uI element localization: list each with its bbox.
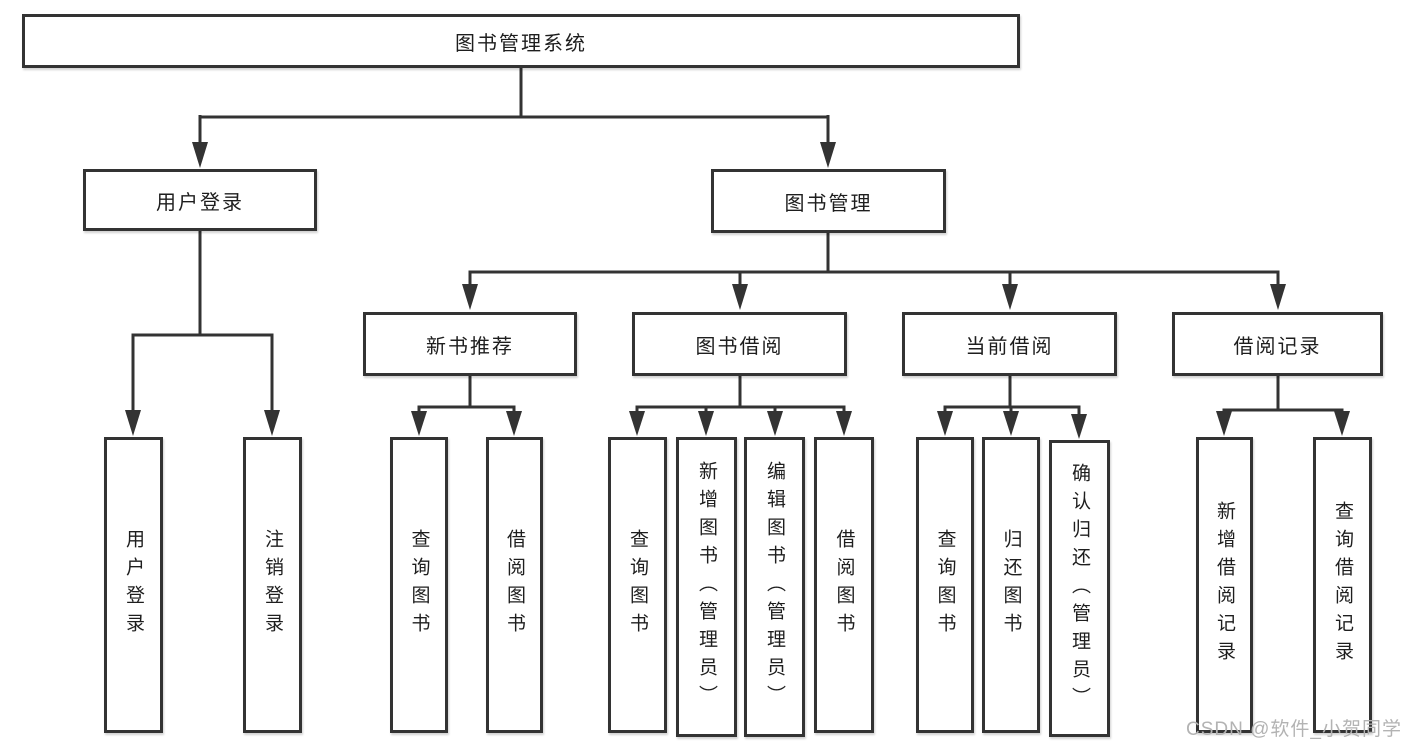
node-new-book-recommend: 新书推荐 — [363, 312, 577, 376]
leaf-return-books: 归还图书 — [982, 437, 1040, 733]
leaf-edit-book-admin: 编辑图书（管理员） — [744, 437, 805, 737]
node-label: 新书推荐 — [426, 335, 514, 358]
node-current-borrow: 当前借阅 — [902, 312, 1117, 376]
node-label: 图书管理系统 — [455, 32, 587, 55]
node-label: 查询图书 — [934, 529, 956, 641]
node-label: 借阅记录 — [1233, 335, 1322, 358]
node-label: 当前借阅 — [965, 335, 1054, 358]
node-label: 查询图书 — [627, 529, 648, 641]
node-label: 新增图书（管理员） — [696, 461, 717, 713]
leaf-query-books-recommend: 查询图书 — [390, 437, 448, 733]
node-label: 用户登录 — [123, 529, 144, 641]
node-label: 编辑图书（管理员） — [764, 461, 785, 713]
node-book-borrow: 图书借阅 — [632, 312, 847, 376]
node-label: 查询借阅记录 — [1332, 501, 1353, 669]
node-label: 新增借阅记录 — [1214, 501, 1235, 669]
leaf-borrow-books-recommend: 借阅图书 — [486, 437, 543, 733]
node-label: 注销登录 — [262, 529, 283, 641]
node-borrow-records: 借阅记录 — [1172, 312, 1383, 376]
node-label: 借阅图书 — [504, 529, 525, 641]
node-label: 用户登录 — [156, 191, 244, 214]
node-book-management: 图书管理 — [711, 169, 946, 233]
leaf-add-book-admin: 新增图书（管理员） — [676, 437, 737, 737]
csdn-watermark: CSDN @软件_小贺同学 — [1186, 719, 1402, 740]
node-label: 确认归还（管理员） — [1069, 462, 1090, 715]
node-label: 归还图书 — [1000, 529, 1022, 641]
leaf-logout: 注销登录 — [243, 437, 302, 733]
leaf-borrow-books: 借阅图书 — [814, 437, 874, 733]
leaf-query-books-borrow: 查询图书 — [608, 437, 667, 733]
leaf-user-login: 用户登录 — [104, 437, 163, 733]
node-label: 图书借阅 — [695, 335, 784, 358]
leaf-add-borrow-record: 新增借阅记录 — [1196, 437, 1253, 733]
node-library-system: 图书管理系统 — [22, 14, 1020, 68]
leaf-query-books-current: 查询图书 — [916, 437, 974, 733]
node-label: 查询图书 — [408, 529, 430, 641]
node-user-login: 用户登录 — [83, 169, 317, 231]
node-label: 借阅图书 — [833, 529, 855, 641]
leaf-confirm-return-admin: 确认归还（管理员） — [1049, 440, 1110, 737]
node-label: 图书管理 — [784, 192, 873, 215]
leaf-query-borrow-record: 查询借阅记录 — [1313, 437, 1372, 733]
